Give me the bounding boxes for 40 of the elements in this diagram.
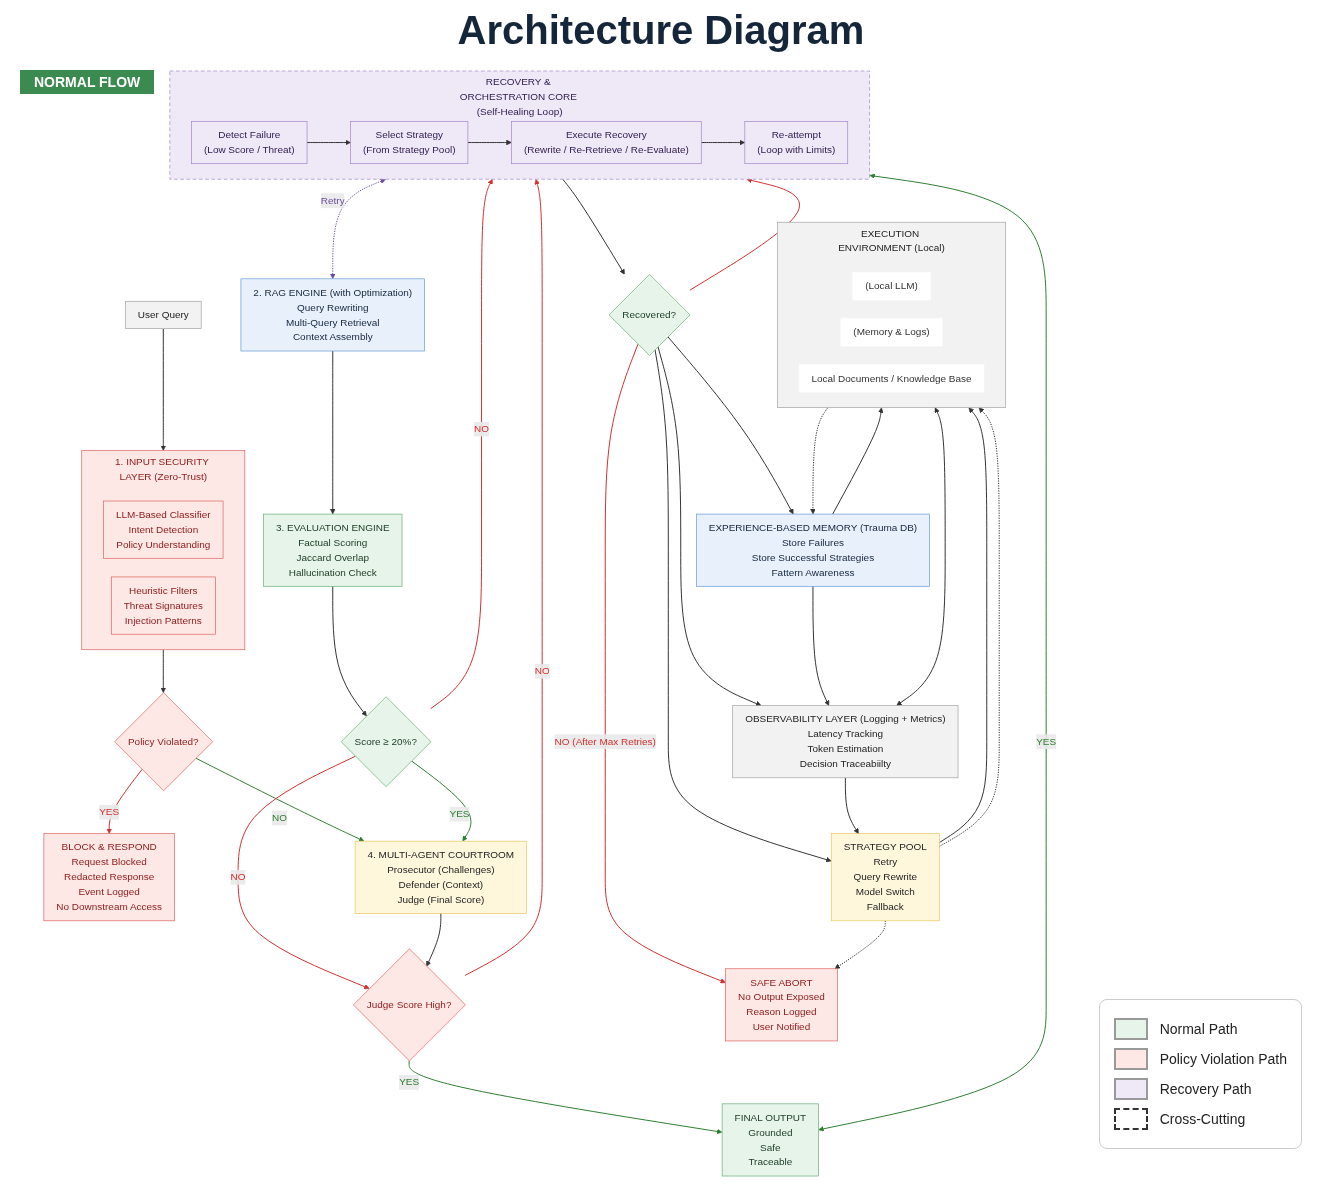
node-box: 3. EVALUATION ENGINE Factual Scoring Jaccard Overlap Hallucination Check — [263, 513, 403, 587]
arrow — [810, 407, 829, 515]
edge-label: NO — [272, 812, 287, 823]
edge-label: YES — [1036, 736, 1057, 747]
node-box: STRATEGY POOL Retry Query Rewrite Model Switch Fallback — [830, 833, 940, 922]
node-box: Re-attempt (Loop with Limits) — [744, 121, 849, 164]
diagram-title: Architecture Diagram — [456, 8, 866, 54]
node-box: Execute Recovery (Rewrite / Re-Retrieve / Re-Evaluate) — [511, 121, 702, 164]
edge-label: YES — [449, 808, 470, 820]
arrow — [464, 179, 543, 976]
legend-label: Recovery Path — [1159, 1081, 1252, 1097]
legend-label: Policy Violation Path — [1159, 1051, 1287, 1067]
edge-label: NO (After Max Retries) — [554, 736, 656, 747]
node-box: 2. RAG ENGINE (with Optimization) Query Rewriting Multi-Query Retrieval Context Assembly — [240, 278, 425, 352]
node-box: Heuristic Filters Threat Signatures Injection Patterns — [110, 576, 216, 635]
node-diamond: Recovered? — [608, 274, 691, 356]
node-box: EXPERIENCE-BASED MEMORY (Trauma DB) Store Failures Store Successful Strategies Fattern Awareness — [696, 513, 930, 587]
legend-label: Normal Path — [1159, 1021, 1238, 1037]
edge-label: Retry — [320, 195, 345, 206]
node-box: User Query — [125, 300, 202, 329]
node-box: OBSERVABILITY LAYER (Logging + Metrics) Latency Tracking Token Estimation Decision Traceabiilty — [732, 705, 959, 779]
node-box: BLOCK & RESPOND Request Blocked Redacted Response Event Logged No Downstream Access — [43, 833, 175, 922]
node-box: LLM-Based Classifier Intent Detection Policy Understanding — [103, 500, 224, 559]
node-box: Select Strategy (From Strategy Pool) — [350, 121, 469, 164]
node-box: 4. MULTI-AGENT COURTROOM Prosecutor (Challenges) Defender (Context) Judge (Final Score) — [354, 840, 527, 914]
arrow — [332, 585, 367, 717]
arrow — [844, 777, 859, 834]
edge-label: NO — [474, 423, 490, 435]
edge-label: NO — [230, 871, 246, 883]
node-diamond: Score ≥ 20%? — [340, 696, 432, 787]
section-tag: NORMAL FLOW — [20, 70, 155, 94]
node-box: Detect Failure (Low Score / Threat) — [191, 121, 308, 164]
node-diamond: Policy Violated? — [114, 692, 213, 792]
edge-label: YES — [399, 1076, 420, 1088]
node-diamond: Judge Score High? — [353, 948, 466, 1062]
node-box: FINAL OUTPUT Grounded Safe Traceable — [721, 1103, 819, 1177]
edge-label: NO — [534, 665, 550, 677]
legend-label: Cross-Cutting — [1159, 1111, 1246, 1127]
edge-label: YES — [99, 806, 120, 818]
node-box: SAFE ABORT No Output Exposed Reason Logged User Notified — [725, 968, 838, 1042]
